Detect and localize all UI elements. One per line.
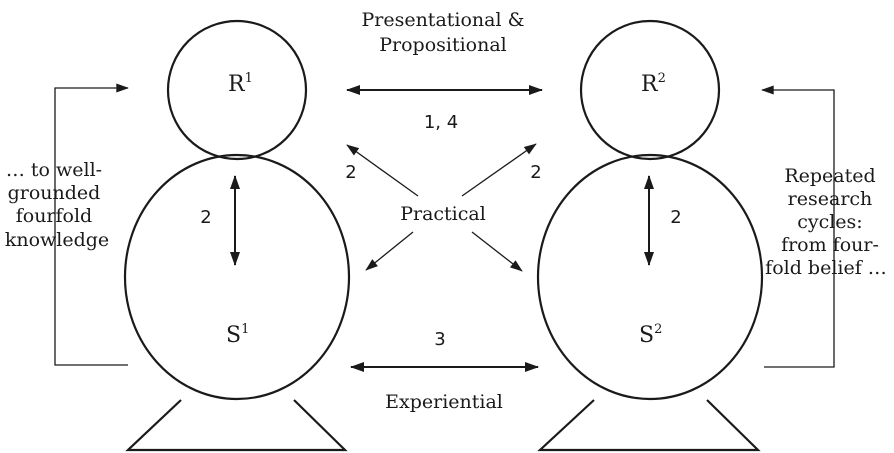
number-2-left-vertical: 2 [200, 207, 211, 228]
right-cycle-text-line: from four- [781, 234, 879, 256]
left-cycle-text-line: … to well- [6, 159, 102, 181]
s1-label-base: S [226, 323, 241, 348]
r1-label-base: R [228, 72, 246, 97]
left-cycle-text-line: knowledge [5, 229, 109, 251]
number-2-right-vertical: 2 [670, 207, 681, 228]
number-3: 3 [434, 329, 445, 350]
r2-label-sup: 2 [658, 71, 666, 86]
right-cycle-text-line: research [788, 188, 873, 210]
number-2-right-diagonal: 2 [530, 162, 541, 183]
presentational-label-line2: Propositional [379, 34, 507, 56]
practical-label: Practical [400, 203, 486, 225]
s1-body-ellipse [123, 153, 351, 401]
practical-arrow-up-left [346, 144, 419, 197]
number-1-4: 1, 4 [424, 112, 458, 133]
presentational-label-line1: Presentational & [361, 9, 524, 31]
r2-label-base: R [641, 72, 659, 97]
r2-head-circle [579, 19, 721, 161]
left-cycle-text: … to well- grounded fourfold knowledge [5, 159, 109, 251]
practical-arrow-up-right [461, 143, 537, 197]
left-cycle-text-line: fourfold [16, 205, 93, 227]
r1-label-sup: 1 [245, 71, 253, 86]
right-base-trapezoid [537, 399, 761, 452]
s1-label: S1 [226, 322, 249, 348]
r1-head-circle [166, 19, 308, 161]
number-2-left-diagonal: 2 [345, 162, 356, 183]
right-cycle-text: Repeated research cycles: from four- fol… [765, 165, 887, 279]
left-cycle-text-line: grounded [8, 182, 101, 204]
s1-label-sup: 1 [241, 322, 249, 337]
s2-label-sup: 2 [654, 322, 662, 337]
s2-label-base: S [639, 323, 654, 348]
right-cycle-bracket [761, 85, 835, 368]
s2-body-ellipse [536, 153, 764, 401]
left-base-trapezoid [125, 399, 348, 452]
practical-arrow-down-right [471, 231, 523, 272]
left-cycle-bracket [54, 83, 129, 366]
right-cycle-text-line: fold belief … [765, 257, 887, 279]
r1-label: R1 [228, 71, 253, 97]
r2-label: R2 [641, 71, 666, 97]
right-cycle-text-line: cycles: [797, 211, 863, 233]
right-cycle-text-line: Repeated [784, 165, 875, 187]
s2-label: S2 [639, 322, 662, 348]
experiential-label: Experiential [385, 391, 503, 413]
practical-arrow-down-left [365, 231, 414, 271]
